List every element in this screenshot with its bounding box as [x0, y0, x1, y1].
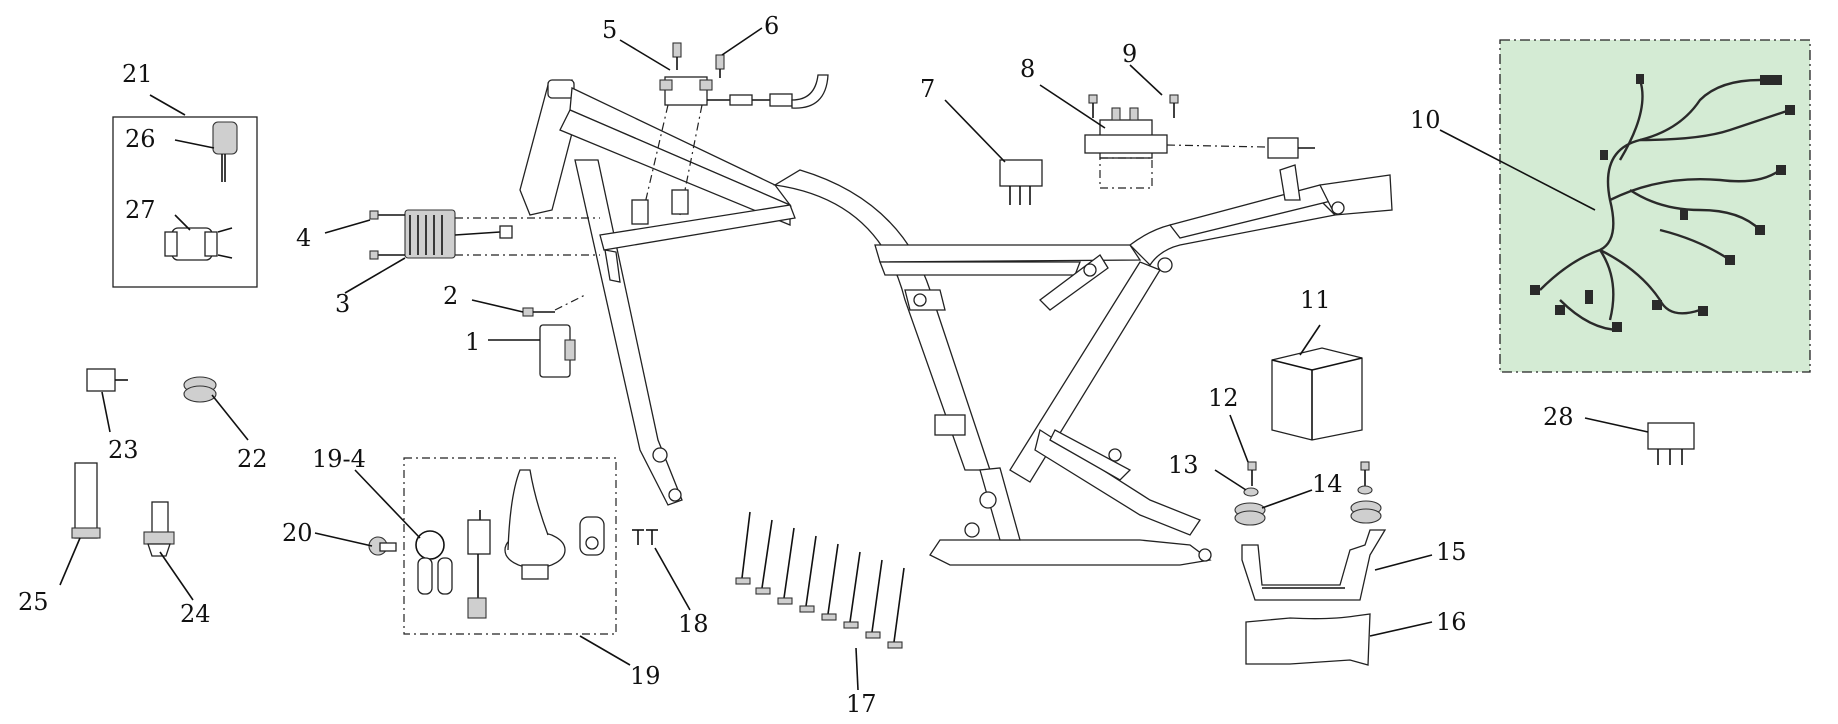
callout-23: 23 [108, 436, 139, 464]
inset-box-21 [112, 116, 258, 288]
part-1-relay [539, 324, 576, 378]
callout-25: 25 [18, 588, 49, 616]
part-20-bolt [368, 536, 397, 556]
part-4-bolts [369, 210, 405, 260]
callout-4: 4 [296, 224, 311, 252]
ignition-switch [467, 510, 491, 619]
part-8-starter-relay [1084, 107, 1315, 189]
part-6-screw [715, 54, 725, 78]
callout-24: 24 [180, 600, 211, 628]
part-24-plug [143, 501, 175, 557]
part-12-bolt [1247, 461, 1370, 486]
part-19-4-keys [415, 530, 453, 595]
part-22-grommet [183, 376, 217, 403]
callout-10: 10 [1410, 106, 1441, 134]
callout-7: 7 [920, 75, 935, 103]
callout-18: 18 [678, 610, 709, 638]
part-25-plug [71, 462, 101, 539]
callout-19: 19 [630, 662, 661, 690]
callout-3: 3 [335, 290, 350, 318]
wiring-harness-panel [1499, 39, 1811, 373]
callout-12: 12 [1208, 384, 1239, 412]
callout-28: 28 [1543, 403, 1574, 431]
callout-26: 26 [125, 125, 156, 153]
part-16-strap [1245, 613, 1371, 666]
callout-13: 13 [1168, 451, 1199, 479]
callout-19-4: 19-4 [312, 445, 366, 473]
part-23-switch [86, 368, 128, 392]
callout-labels: 1 2 3 4 5 6 7 8 9 10 11 12 13 14 15 16 1… [18, 12, 1574, 718]
harness-connectors [1530, 74, 1795, 332]
leader-lines [59, 27, 1649, 691]
part-28-connector [1647, 422, 1695, 465]
callout-8: 8 [1020, 55, 1035, 83]
part-17-bolts [735, 511, 905, 649]
callout-21: 21 [122, 60, 153, 88]
motorcycle-frame [519, 79, 1393, 566]
callout-16: 16 [1436, 608, 1467, 636]
part-14-grommet [1234, 500, 1382, 526]
part-7-connector [999, 159, 1043, 205]
ignition-coil [631, 74, 829, 226]
fuel-cap [504, 469, 566, 580]
callout-22: 22 [237, 445, 268, 473]
part-10-wiring-harness [1539, 78, 1791, 332]
callout-6: 6 [764, 12, 779, 40]
callout-5: 5 [602, 16, 617, 44]
callout-27: 27 [125, 196, 156, 224]
callout-20: 20 [282, 519, 313, 547]
part-11-battery [1271, 347, 1363, 441]
part-26-sender [212, 121, 238, 182]
part-9-bolt [1088, 94, 1179, 118]
part-18-screws [632, 529, 658, 545]
inset-box-19 [403, 457, 617, 635]
callout-1: 1 [465, 328, 480, 356]
lock-cylinder [579, 516, 605, 556]
part-3-regulator [404, 209, 600, 259]
callout-9: 9 [1122, 40, 1137, 68]
part-2-bolt [522, 294, 586, 317]
part-15-battery-tray [1241, 529, 1387, 601]
callout-11: 11 [1300, 286, 1331, 314]
callout-2: 2 [443, 282, 458, 310]
callout-15: 15 [1436, 538, 1467, 566]
part-13-washer [1243, 485, 1373, 497]
callout-14: 14 [1312, 470, 1343, 498]
part-27-clamp [164, 227, 233, 261]
callout-17: 17 [846, 690, 877, 718]
part-5-screw [672, 42, 682, 70]
